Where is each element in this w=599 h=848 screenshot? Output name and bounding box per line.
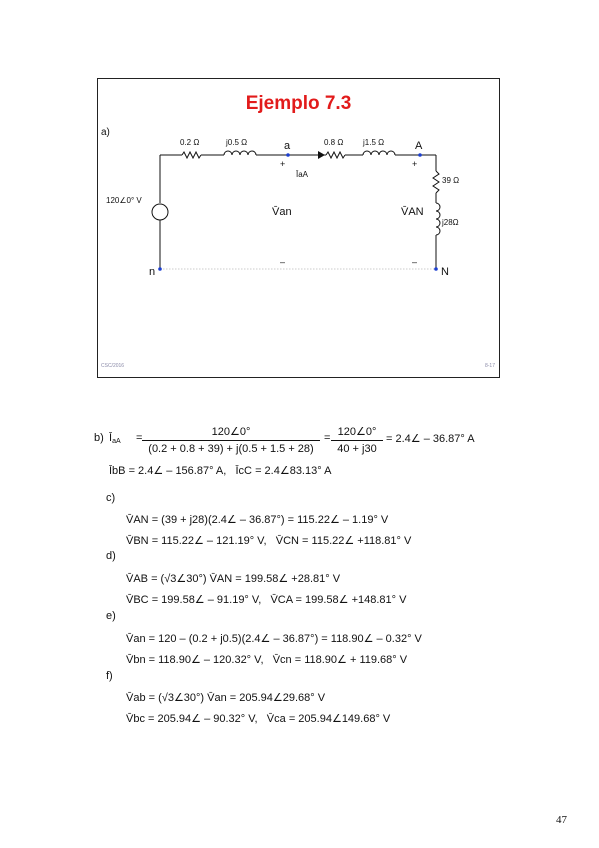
f2-lhs: V̄bc: [126, 713, 145, 725]
c2-value2: = 115.22∠ +118.81° V: [302, 535, 412, 547]
inductor-x2: [362, 150, 396, 156]
b-eq2: =: [324, 432, 331, 444]
page-number: 47: [556, 814, 567, 826]
e2-lhs: V̄bn: [126, 654, 146, 666]
b-icC: ĪcC: [235, 465, 253, 477]
part-f-label: f): [106, 670, 113, 682]
c1-value: = (39 + j28)(2.4∠ – 36.87°) = 115.22∠ – …: [151, 514, 389, 526]
r1-label: 0.2 Ω: [180, 138, 199, 147]
f2-value2: = 205.94∠149.68° V: [288, 713, 391, 725]
v-an-label: V̄an: [272, 205, 292, 218]
b-frac1-bar: [142, 440, 320, 441]
x-load-label: j28Ω: [441, 218, 459, 227]
d2-value2: = 199.58∠ +148.81° V: [295, 594, 407, 606]
b-frac2-bar: [331, 440, 383, 441]
b-frac2-den: 40 + j30: [337, 443, 377, 455]
slide-footer-left: CSC/2016: [101, 363, 125, 369]
minus-A: –: [412, 257, 417, 267]
e-line1: V̄an = 120 – (0.2 + j0.5)(2.4∠ – 36.87°)…: [126, 632, 422, 645]
resistor-r2: [325, 150, 346, 160]
b-lhs-symbol: Ī: [109, 432, 113, 444]
c-line2: V̄BN = 115.22∠ – 121.19° V, V̄CN = 115.2…: [126, 534, 411, 547]
part-b-label: b): [94, 432, 104, 444]
e1-lhs: V̄an: [126, 633, 146, 645]
e1-value: = 120 – (0.2 + j0.5)(2.4∠ – 36.87°) = 11…: [148, 633, 422, 645]
node-n-dot: [158, 267, 162, 271]
c1-lhs: V̄AN: [126, 514, 149, 526]
d1-lhs: V̄AB: [126, 573, 149, 585]
slide-title: Ejemplo 7.3: [245, 93, 352, 114]
minus-a: –: [280, 257, 285, 267]
d2-value: = 199.58∠ – 91.19° V,: [151, 594, 262, 606]
part-a-label: a): [101, 127, 110, 138]
b-lhs-sub: aA: [112, 438, 121, 445]
circuit-diagram: a): [101, 127, 459, 278]
e2-value: = 118.90∠ – 120.32° V,: [148, 654, 264, 666]
b-frac1-num: 120∠0°: [211, 426, 251, 438]
node-a-dot: [286, 153, 290, 157]
inductor-load: [435, 202, 441, 236]
c2-lhs2: V̄CN: [275, 535, 299, 547]
r-load-label: 39 Ω: [442, 176, 459, 185]
node-A-label: A: [415, 140, 423, 152]
plus-A: +: [412, 159, 417, 169]
d-line2: V̄BC = 199.58∠ – 91.19° V, V̄CA = 199.58…: [126, 593, 406, 606]
resistor-r1: [181, 150, 202, 160]
f2-lhs2: V̄ca: [266, 713, 286, 725]
node-n-label: n: [149, 266, 155, 278]
f1-lhs: V̄ab: [126, 692, 146, 704]
slide-footer-right: 8-17: [484, 363, 495, 369]
f-line2: V̄bc = 205.94∠ – 90.32° V, V̄ca = 205.94…: [126, 712, 390, 725]
node-N-label: N: [441, 266, 449, 278]
b-fraction-2: 120∠0° 40 + j30: [331, 425, 383, 455]
example-slide: Ejemplo 7.3 a): [97, 78, 500, 378]
d-line1: V̄AB = (√3∠30°) V̄AN = 199.58∠ +28.81° V: [126, 572, 340, 585]
current-label: ĪaA: [296, 170, 309, 179]
c2-value: = 115.22∠ – 121.19° V,: [151, 535, 267, 547]
part-e-label: e): [106, 610, 116, 622]
node-a-label: a: [284, 140, 291, 152]
d2-lhs: V̄BC: [126, 594, 149, 606]
b-frac2-num: 120∠0°: [337, 426, 377, 438]
b-frac1-den: (0.2 + 0.8 + 39) + j(0.5 + 1.5 + 28): [148, 443, 314, 455]
x2-label: j1.5 Ω: [362, 138, 384, 147]
b-eq1: =: [136, 432, 143, 444]
c2-lhs: V̄BN: [126, 535, 149, 547]
e-line2: V̄bn = 118.90∠ – 120.32° V, V̄cn = 118.9…: [126, 653, 407, 666]
b-fraction-1: 120∠0° (0.2 + 0.8 + 39) + j(0.5 + 1.5 + …: [142, 425, 320, 455]
c-line1: V̄AN = (39 + j28)(2.4∠ – 36.87°) = 115.2…: [126, 513, 388, 526]
r2-label: 0.8 Ω: [324, 138, 343, 147]
b-ibB: ĪbB: [109, 465, 126, 477]
current-arrow-icon: [318, 151, 325, 159]
resistor-load: [432, 170, 440, 194]
b-line2: ĪbB = 2.4∠ – 156.87° A, ĪcC = 2.4∠83.13°…: [109, 464, 331, 477]
part-d-label: d): [106, 550, 116, 562]
f2-value: = 205.94∠ – 90.32° V,: [148, 713, 258, 725]
b-ibB-value: = 2.4∠ – 156.87° A,: [128, 465, 227, 477]
e2-lhs2: V̄cn: [272, 654, 292, 666]
e2-value2: = 118.90∠ + 119.68° V: [294, 654, 408, 666]
source-label: 120∠0° V: [106, 196, 142, 205]
v-AN-label: V̄AN: [401, 205, 424, 218]
b-lhs: ĪaA: [109, 432, 121, 445]
node-N-dot: [434, 267, 438, 271]
x1-label: j0.5 Ω: [225, 138, 247, 147]
part-c-label: c): [106, 492, 116, 504]
f-line1: V̄ab = (√3∠30°) V̄an = 205.94∠29.68° V: [126, 691, 325, 704]
node-A-dot: [418, 153, 422, 157]
d1-value: = (√3∠30°) V̄AN = 199.58∠ +28.81° V: [151, 573, 341, 585]
b-result: = 2.4∠ – 36.87° A: [386, 433, 475, 445]
inductor-x1: [223, 150, 257, 156]
plus-a: +: [280, 159, 285, 169]
b-icC-value: = 2.4∠83.13° A: [255, 465, 332, 477]
d2-lhs2: V̄CA: [270, 594, 293, 606]
f1-value: = (√3∠30°) V̄an = 205.94∠29.68° V: [148, 692, 326, 704]
